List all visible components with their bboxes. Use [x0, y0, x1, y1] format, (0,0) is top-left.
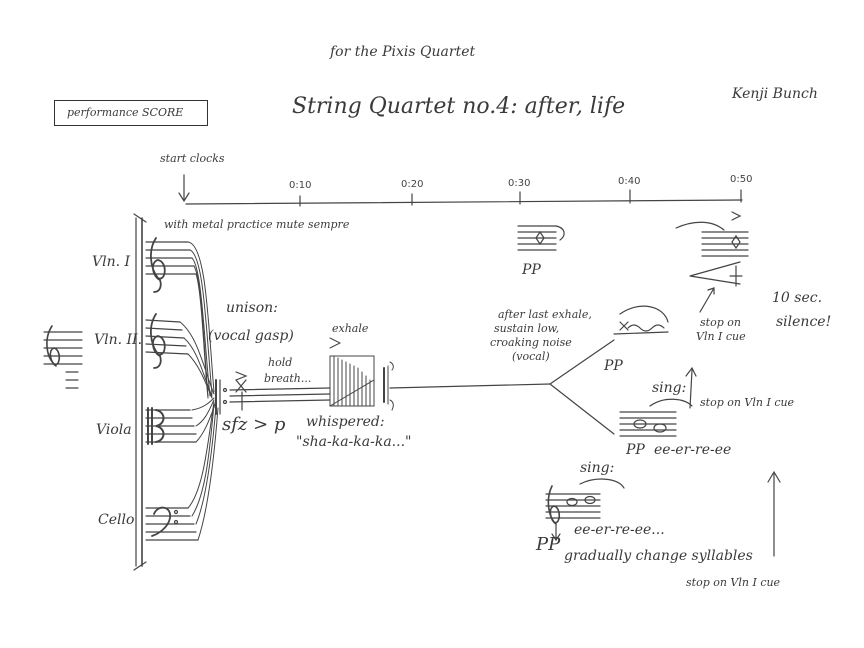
- syllables-low: ee-er-re-ee...: [574, 522, 665, 538]
- instrument-vln2: Vln. II.: [94, 332, 143, 348]
- staff-vln2: [145, 313, 189, 369]
- sing-label-mid: sing:: [652, 380, 687, 396]
- after-exhale-line2: sustain low,: [494, 322, 560, 335]
- instrument-viola: Viola: [96, 422, 132, 438]
- dynamic-pp-vln1: PP: [522, 262, 541, 278]
- vln1-event-0-50: [675, 211, 749, 287]
- syllables-mid: ee-er-re-ee: [654, 442, 732, 458]
- sing-label-low: sing:: [580, 460, 615, 476]
- croak-staff: [613, 305, 669, 335]
- tick-0-30: 0:30: [508, 178, 531, 189]
- tick-0-50: 0:50: [730, 174, 753, 185]
- dynamic-pp-low: PP: [536, 534, 561, 555]
- composer-name: Kenji Bunch: [732, 86, 818, 102]
- vln1-event-0-30: [517, 225, 565, 251]
- sing-staff-mid: [619, 398, 693, 437]
- sustain-line: [389, 339, 615, 435]
- hold-label: hold: [268, 356, 293, 369]
- score-label: performance SCORE: [67, 106, 184, 119]
- stop-arrow-icon-mid: [685, 366, 697, 409]
- start-clocks-label: start clocks: [160, 152, 225, 165]
- instrument-vln1: Vln. I: [92, 254, 131, 270]
- stop-cue-top-line2: Vln I cue: [696, 330, 746, 343]
- score-label-box: performance SCORE: [54, 100, 208, 126]
- stop-arrow-icon-bottom: [767, 470, 781, 557]
- tick-0-40: 0:40: [618, 176, 641, 187]
- gradually-change-label: gradually change syllables: [564, 548, 753, 564]
- after-exhale-line1: after last exhale,: [498, 308, 592, 321]
- whispered-label: whispered:: [306, 414, 385, 430]
- start-arrow-icon: [178, 174, 190, 203]
- stop-cue-mid: stop on Vln I cue: [700, 396, 795, 409]
- breath-label: breath...: [264, 372, 312, 385]
- system-bracket: [133, 213, 147, 571]
- converging-lines: [179, 241, 219, 541]
- staff-cello: [145, 506, 199, 541]
- exhale-label: exhale: [332, 322, 369, 335]
- whisper-syllables: "sha-ka-ka-ka...": [296, 434, 412, 450]
- unison-staff: [215, 371, 331, 415]
- staff-vln1: [145, 237, 197, 293]
- after-exhale-line3: croaking noise: [490, 336, 572, 349]
- tick-0-20: 0:20: [401, 179, 424, 190]
- vocal-gasp-label: (vocal gasp): [208, 328, 294, 344]
- silence-line2: silence!: [776, 314, 832, 330]
- staff-viola: [145, 407, 197, 445]
- silence-line1: 10 sec.: [772, 290, 823, 306]
- stop-cue-bottom: stop on Vln I cue: [686, 576, 781, 589]
- exhale-box: [329, 337, 394, 411]
- timeline-line: [185, 189, 743, 207]
- score-title: String Quartet no.4: after, life: [292, 94, 626, 119]
- sing-staff-low: [545, 478, 625, 542]
- stop-arrow-icon-top: [699, 287, 715, 313]
- dynamic-pp-sing-mid: PP: [626, 442, 645, 458]
- dynamic-pp-croak: PP: [604, 358, 623, 374]
- legend-staff-icon: [43, 325, 83, 389]
- stop-cue-top-line1: stop on: [700, 316, 741, 329]
- after-exhale-line4: (vocal): [512, 350, 550, 363]
- unison-label: unison:: [226, 300, 278, 316]
- mute-instruction: with metal practice mute sempre: [164, 218, 350, 231]
- dedication: for the Pixis Quartet: [330, 44, 476, 60]
- instrument-cello: Cello: [98, 512, 135, 528]
- tick-0-10: 0:10: [289, 180, 312, 191]
- dynamic-sfz: sfz > p: [222, 414, 286, 435]
